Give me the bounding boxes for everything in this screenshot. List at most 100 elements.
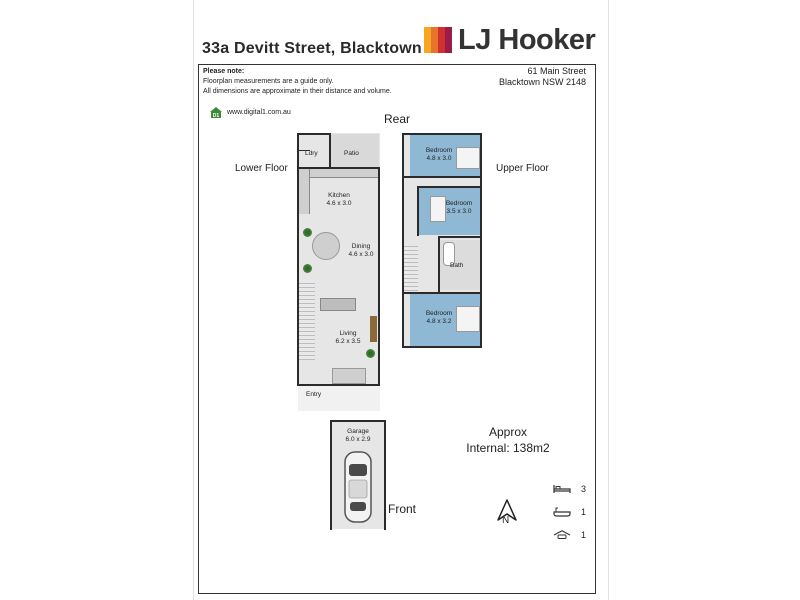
bedroom-2-size: 3.5 x 3.0	[446, 208, 472, 215]
area-internal: Internal: 138m2	[466, 441, 550, 455]
wall	[329, 133, 331, 169]
sofa	[320, 298, 356, 311]
living-name: Living	[339, 330, 357, 337]
wall	[402, 346, 482, 348]
kitchen-side-bench	[299, 169, 310, 214]
bedroom-3-label: Bedroom 4.8 x 3.2	[420, 310, 458, 326]
wall	[417, 186, 480, 188]
brand-name: LJ Hooker	[458, 23, 596, 56]
property-address: 33a Devitt Street, Blacktown	[202, 40, 422, 57]
garage-size: 6.0 x 2.9	[345, 436, 371, 443]
armchairs	[332, 368, 366, 384]
front-label: Front	[388, 502, 417, 516]
wall	[378, 167, 380, 385]
bed-2	[430, 196, 446, 222]
wall	[297, 133, 299, 385]
bedroom-1-name: Bedroom	[425, 147, 453, 154]
kitchen-name: Kitchen	[328, 192, 350, 199]
wall	[297, 133, 330, 135]
wall	[438, 236, 440, 292]
patio-area	[331, 134, 379, 169]
house-icon: D1	[208, 106, 224, 119]
bedroom-3-size: 4.8 x 3.2	[426, 318, 452, 325]
lower-floor-area	[298, 133, 380, 411]
tv-unit	[370, 316, 377, 342]
bathrooms-stat: 1	[553, 506, 586, 518]
bedroom-2-label: Bedroom 3.5 x 3.0	[441, 200, 477, 216]
wall	[402, 292, 482, 294]
wall	[480, 133, 482, 348]
bath-icon	[553, 507, 571, 517]
compass-letter: N	[502, 515, 510, 526]
garage-car-icon	[553, 530, 571, 540]
kitchen-label: Kitchen 4.6 x 3.0	[322, 192, 356, 208]
wall	[297, 150, 310, 151]
plant-icon	[366, 349, 375, 358]
website-credit: D1 www.digital1.com.au	[208, 106, 291, 119]
kitchen-size: 4.6 x 3.0	[326, 200, 352, 207]
patio-label: Patio	[344, 150, 359, 157]
living-size: 6.2 x 3.5	[335, 338, 361, 345]
website-url: www.digital1.com.au	[227, 108, 291, 116]
area-approx: Approx	[488, 425, 528, 439]
living-label: Living 6.2 x 3.5	[330, 330, 366, 346]
disclaimer-line-1: Floorplan measurements are a guide only.	[203, 78, 334, 85]
bedrooms-stat: 3	[553, 483, 586, 495]
bath-label: Bath	[450, 262, 464, 269]
bed-icon	[553, 484, 571, 494]
wall	[438, 236, 482, 238]
bathtub	[443, 242, 455, 266]
entry-area	[298, 384, 380, 411]
entry-label: Entry	[306, 391, 322, 398]
wall	[402, 133, 404, 348]
north-arrow-icon: N	[495, 498, 519, 537]
bedroom-2-floor	[418, 187, 480, 235]
bedroom-1-label: Bedroom 4.8 x 3.0	[420, 147, 458, 163]
bed-1	[456, 147, 480, 169]
wall	[297, 384, 380, 386]
property-stats: 3 1 1	[553, 483, 586, 552]
bedroom-1-size: 4.8 x 3.0	[426, 155, 452, 162]
floorplan-sheet	[193, 0, 609, 600]
brand-logo: LJ Hooker	[424, 23, 596, 56]
kitchen-bench	[299, 169, 378, 178]
wall	[402, 133, 482, 135]
wall	[330, 420, 386, 422]
dining-size: 4.6 x 3.0	[348, 251, 374, 258]
website-badge: D1	[213, 113, 220, 118]
disclaimer-line-2: All dimensions are approximate in their …	[203, 88, 392, 95]
plant-icon	[303, 228, 312, 237]
wall	[384, 420, 386, 530]
dining-label: Dining 4.6 x 3.0	[344, 243, 378, 259]
rear-label: Rear	[384, 112, 411, 126]
dining-name: Dining	[351, 243, 371, 250]
wall	[402, 176, 482, 178]
wall	[330, 420, 332, 530]
office-street: 61 Main Street	[527, 66, 586, 76]
logo-mark	[424, 27, 452, 53]
lower-stairs	[299, 280, 315, 360]
upper-floor-label: Upper Floor	[496, 163, 549, 174]
car-icon	[343, 450, 373, 524]
bedrooms-count: 3	[581, 484, 587, 494]
wall	[417, 186, 419, 236]
internal-area: Approx Internal: 138m2	[466, 424, 550, 456]
bathrooms-count: 1	[581, 507, 587, 517]
car-spaces-count: 1	[581, 530, 587, 540]
disclaimer: Please note: Floorplan measurements are …	[203, 67, 392, 97]
lower-floor-label: Lower Floor	[235, 163, 288, 174]
office-suburb: Blacktown NSW 2148	[498, 77, 586, 87]
upper-stairs	[404, 245, 418, 291]
plan-frame	[198, 64, 596, 594]
wall	[297, 167, 380, 169]
disclaimer-title: Please note:	[203, 68, 245, 75]
plant-icon	[303, 264, 312, 273]
car-spaces-stat: 1	[553, 529, 586, 541]
office-address: 61 Main Street Blacktown NSW 2148	[470, 66, 586, 88]
garage-label: Garage 6.0 x 2.9	[338, 428, 378, 444]
laundry-label: Ldry	[305, 150, 318, 157]
bed-3	[456, 306, 480, 332]
bedroom-2-name: Bedroom	[445, 200, 473, 207]
dining-table	[312, 232, 340, 260]
garage-name: Garage	[347, 428, 369, 435]
